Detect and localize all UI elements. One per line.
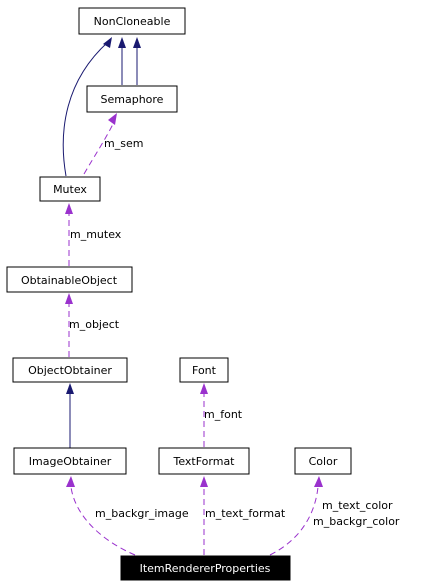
inheritance-edges bbox=[62, 41, 138, 449]
node-mutex[interactable]: Mutex bbox=[39, 176, 101, 202]
edge-mutex-semaphore bbox=[83, 123, 114, 175]
edge-mutex-noncloneable bbox=[62, 41, 109, 177]
node-objectobtainer[interactable]: ObjectObtainer bbox=[12, 357, 128, 383]
arrowhead bbox=[66, 383, 74, 394]
arrowhead bbox=[65, 293, 73, 304]
arrowhead bbox=[108, 113, 117, 125]
edge-label-m_font: m_font bbox=[204, 408, 243, 421]
arrowhead bbox=[118, 37, 126, 48]
node-imageobtainer[interactable]: ImageObtainer bbox=[13, 447, 127, 475]
edge-label-m_sem: m_sem bbox=[104, 137, 143, 150]
node-semaphore[interactable]: Semaphore bbox=[86, 85, 178, 113]
node-label: ItemRendererProperties bbox=[140, 562, 271, 575]
edge-label-m_text_color: m_text_color bbox=[322, 499, 393, 512]
usage-arrowheads bbox=[65, 113, 323, 487]
arrowhead bbox=[133, 37, 141, 48]
node-textformat[interactable]: TextFormat bbox=[158, 447, 250, 475]
node-label: TextFormat bbox=[172, 455, 235, 468]
edge-label-m_backgr_image: m_backgr_image bbox=[95, 507, 189, 520]
node-label: NonCloneable bbox=[94, 15, 171, 28]
node-itemrendererproperties[interactable]: ItemRendererProperties bbox=[120, 555, 291, 581]
arrowhead bbox=[66, 476, 75, 487]
node-label: Semaphore bbox=[101, 93, 164, 106]
edge-item-color bbox=[269, 486, 319, 556]
arrowhead bbox=[314, 476, 323, 487]
edge-label-m_mutex: m_mutex bbox=[70, 228, 122, 241]
node-font[interactable]: Font bbox=[179, 357, 229, 383]
node-label: Mutex bbox=[53, 183, 87, 196]
arrowhead bbox=[200, 383, 208, 394]
arrowhead bbox=[103, 37, 112, 48]
node-color[interactable]: Color bbox=[294, 447, 352, 475]
node-label: ImageObtainer bbox=[29, 455, 112, 468]
arrowhead bbox=[200, 476, 208, 487]
node-label: Color bbox=[309, 455, 338, 468]
inheritance-arrowheads bbox=[66, 37, 141, 394]
arrowhead bbox=[65, 203, 73, 214]
edge-label-m_text_format: m_text_format bbox=[205, 507, 286, 520]
edge-label-m_object: m_object bbox=[69, 318, 120, 331]
node-label: ObtainableObject bbox=[21, 274, 118, 287]
node-label: Font bbox=[192, 364, 217, 377]
node-label: ObjectObtainer bbox=[28, 364, 112, 377]
edge-label-m_backgr_color: m_backgr_color bbox=[313, 515, 400, 528]
usage-edges bbox=[68, 123, 319, 556]
node-noncloneable[interactable]: NonCloneable bbox=[78, 7, 186, 35]
edge-item-imageobtainer bbox=[70, 486, 136, 556]
node-obtainableobject[interactable]: ObtainableObject bbox=[6, 266, 133, 293]
